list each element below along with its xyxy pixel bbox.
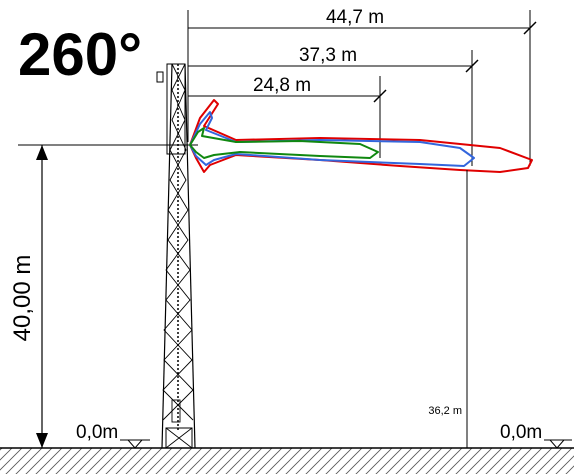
pattern-blue (189, 111, 475, 167)
distance-label-2: 37,3 m (299, 45, 357, 66)
ground-level-left: 0,0m (76, 422, 150, 449)
distance-dimensions (187, 10, 537, 166)
distance-label-1: 44,7 m (326, 7, 384, 28)
vertical-marker: 36,2 m (428, 170, 468, 448)
ground-level-left-label: 0,0m (76, 422, 118, 443)
height-label: 40,00 m (9, 255, 36, 342)
vertical-marker-label: 36,2 m (428, 405, 462, 417)
ground-level-right: 0,0m (500, 422, 572, 449)
tower (156, 63, 196, 449)
radiation-patterns (189, 99, 533, 173)
pattern-green (189, 127, 379, 159)
ground (0, 447, 574, 474)
height-dimension: 40,00 m (9, 144, 198, 448)
azimuth-label: 260° (18, 21, 142, 88)
pattern-red (189, 99, 533, 173)
ground-level-right-label: 0,0m (500, 422, 542, 443)
distance-label-3: 24,8 m (253, 75, 311, 96)
